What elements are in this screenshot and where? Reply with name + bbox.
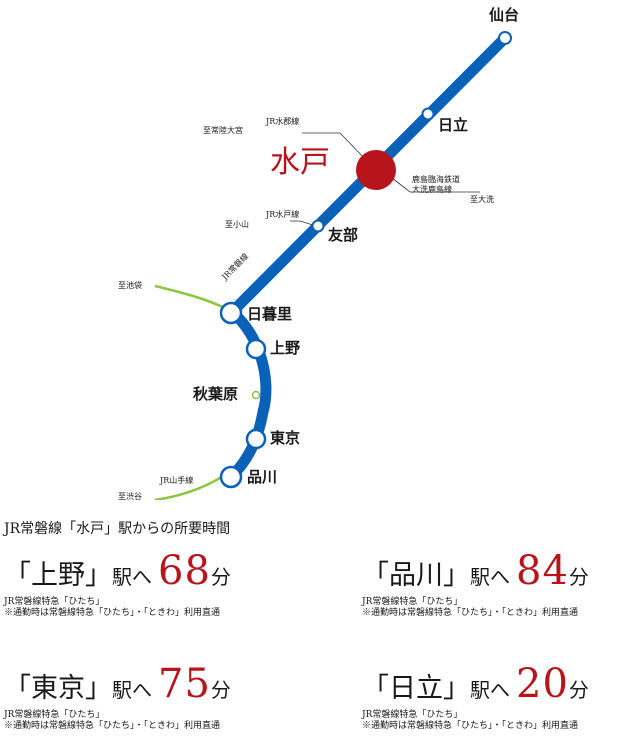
station-label-tokyo: 東京	[270, 429, 301, 447]
time-line: 「日立」 駅へ 20 分	[362, 664, 620, 704]
joban-line	[226, 34, 509, 480]
line-label-oarai-kashima: 大洗鹿島線	[412, 185, 452, 194]
time-note-commute: ※通勤時は常磐線特急「ひたち」・「ときわ」利用直通	[4, 720, 221, 731]
time-line: 「品川」 駅へ 84 分	[362, 551, 620, 591]
station-marker-sendai	[498, 31, 512, 45]
time-station: 「日立」	[362, 673, 470, 704]
time-suffix: 駅へ	[470, 565, 510, 589]
time-suffix: 駅へ	[470, 678, 510, 702]
time-station: 「品川」	[362, 560, 470, 591]
line-label-mito-line: JR水戸線	[266, 210, 300, 219]
time-unit: 分	[568, 678, 589, 702]
station-label-sendai: 仙台	[489, 6, 520, 24]
time-card-ueno: 「上野」 駅へ 68 分 JR常磐線特急「ひたち」 ※通勤時は常磐線特急「ひたち…	[4, 551, 274, 619]
line-label-yamanote: JR山手線	[160, 476, 194, 485]
kashima-line-leader	[391, 177, 480, 193]
time-suffix: 駅へ	[112, 678, 152, 702]
station-marker-mito	[356, 150, 396, 190]
station-marker-nippori	[219, 301, 243, 325]
suigun-line-leader	[302, 132, 367, 161]
time-unit: 分	[568, 565, 589, 589]
time-minutes: 68	[158, 548, 211, 594]
station-label-akihabara: 秋葉原	[193, 385, 239, 403]
time-card-hitachi: 「日立」 駅へ 20 分 JR常磐線特急「ひたち」 ※通勤時は常磐線特急「ひたち…	[362, 664, 620, 732]
time-station: 「上野」	[4, 560, 112, 591]
time-note-commute: ※通勤時は常磐線特急「ひたち」・「ときわ」利用直通	[362, 720, 579, 731]
route-map-graphic	[154, 31, 512, 502]
station-label-hitachi: 日立	[438, 116, 469, 134]
dest-label-shibuya: 至渋谷	[118, 492, 142, 501]
route-map: 仙台 日立 水戸 友部 日暮里 上野 秋葉原 東京 品川 JR水郡線 鹿島臨海鉄…	[118, 6, 520, 502]
station-marker-hitachi	[421, 107, 435, 121]
station-label-shinagawa: 品川	[247, 468, 278, 486]
time-card-tokyo: 「東京」 駅へ 75 分 JR常磐線特急「ひたち」 ※通勤時は常磐線特急「ひたち…	[4, 664, 274, 732]
dest-label-ikebukuro: 至池袋	[118, 281, 142, 290]
time-card-shinagawa: 「品川」 駅へ 84 分 JR常磐線特急「ひたち」 ※通勤時は常磐線特急「ひたち…	[362, 551, 620, 619]
dest-label-oarai: 至大洗	[470, 195, 494, 204]
mito-line-leader	[290, 220, 317, 227]
dest-label-hitachi-omiya: 至常陸大宮	[203, 126, 243, 135]
station-marker-akihabara	[251, 390, 261, 400]
time-minutes: 20	[516, 661, 569, 707]
time-note-train: JR常磐線特急「ひたち」	[4, 597, 105, 607]
station-label-tomobe: 友部	[328, 226, 359, 244]
time-station: 「東京」	[4, 673, 112, 704]
station-label-nippori: 日暮里	[247, 305, 293, 323]
line-label-suigun: JR水郡線	[266, 117, 300, 126]
time-line: 「東京」 駅へ 75 分	[4, 664, 274, 704]
time-note-train: JR常磐線特急「ひたち」	[362, 710, 463, 720]
time-line: 「上野」 駅へ 68 分	[4, 551, 274, 591]
station-label-ueno: 上野	[270, 339, 301, 357]
time-minutes: 75	[158, 661, 211, 707]
time-unit: 分	[210, 678, 231, 702]
time-note-commute: ※通勤時は常磐線特急「ひたち」・「ときわ」利用直通	[4, 607, 221, 618]
dest-label-oyama: 至小山	[225, 220, 249, 229]
travel-time-heading: JR常磐線「水戸」駅からの所要時間	[4, 521, 231, 537]
station-marker-tomobe	[311, 219, 325, 233]
time-note-commute: ※通勤時は常磐線特急「ひたち」・「ときわ」利用直通	[362, 607, 579, 618]
station-marker-ueno	[245, 338, 267, 360]
time-note-train: JR常磐線特急「ひたち」	[362, 597, 463, 607]
station-marker-shinagawa	[219, 465, 243, 489]
time-suffix: 駅へ	[112, 565, 152, 589]
station-label-mito: 水戸	[270, 145, 330, 180]
time-minutes: 84	[516, 548, 569, 594]
time-unit: 分	[210, 565, 231, 589]
line-label-kashima: 鹿島臨海鉄道	[412, 175, 460, 184]
station-marker-tokyo	[245, 428, 267, 450]
time-note-train: JR常磐線特急「ひたち」	[4, 710, 105, 720]
